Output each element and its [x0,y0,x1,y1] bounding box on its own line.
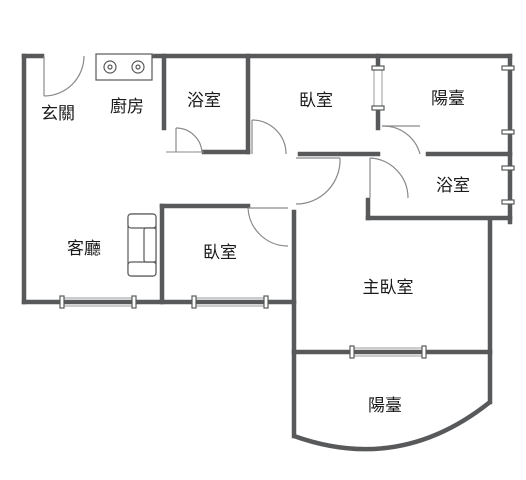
sofa-arm-bottom [127,261,157,277]
label-bath-right: 浴室 [436,176,470,196]
walls [21,53,513,452]
stove-burner-right-center [135,64,141,70]
label-entrance: 玄關 [41,104,75,124]
balcony-curved-wall [293,400,492,452]
room-labels: 玄關 廚房 浴室 臥室 陽臺 浴室 客廳 臥室 主臥室 陽臺 [41,89,470,416]
bath-right-door-swing [369,157,409,199]
master-slider-jamb-left [349,345,355,359]
entrance-door-swing [43,55,85,97]
label-living: 客廳 [67,239,101,259]
balcony-slider-jamb-bottom [371,105,385,111]
stove-icon [95,53,153,81]
label-bedroom-middle: 臥室 [203,243,237,263]
balcony-window-jamb-2 [501,129,515,135]
bedroom-window-jamb-left [191,295,197,309]
label-master-bedroom: 主臥室 [363,278,414,298]
sofa-icon [127,213,157,277]
stove-burner-left-center [107,64,113,70]
label-kitchen: 廚房 [110,96,144,117]
living-window-jamb-left [59,295,65,309]
balcony-window-jamb-4 [501,199,515,205]
master-slider-jamb-right [421,345,427,359]
sofa-arm-top [127,213,157,229]
label-bath-top: 浴室 [187,91,221,111]
label-bedroom-top: 臥室 [299,91,333,111]
bath-top-door-swing [175,127,203,153]
bedroom-top-door-swing [251,119,287,155]
balcony-slider-jamb-top [371,65,385,71]
label-balcony-bottom: 陽臺 [368,396,402,416]
windows [59,53,515,359]
master-door-swing [295,157,341,205]
doors [43,55,421,247]
bedroom-middle-door-swing [247,207,289,247]
balcony-top-door-swing [381,125,421,155]
balcony-window-jamb-3 [501,165,515,171]
bedroom-window-jamb-right [263,295,269,309]
label-balcony-top: 陽臺 [431,89,465,109]
balcony-window-jamb-1 [501,65,515,71]
living-window-jamb-right [131,295,137,309]
sofa-back [143,227,157,263]
